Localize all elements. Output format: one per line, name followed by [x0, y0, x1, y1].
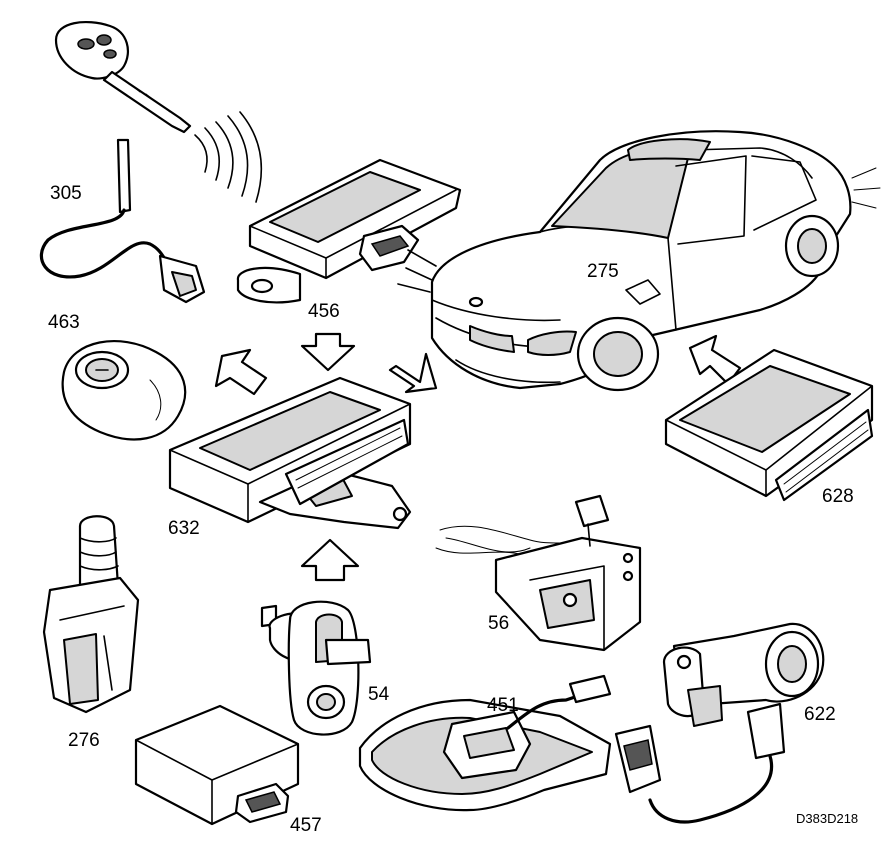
part-457-module	[134, 704, 300, 826]
label-305: 305	[50, 183, 82, 204]
part-456-receiver-module	[236, 158, 462, 304]
label-56: 56	[488, 613, 510, 634]
signal-lines-to-car	[397, 249, 437, 293]
part-632-control-module	[168, 376, 412, 530]
arrow-up-left	[214, 348, 268, 396]
part-54-door-switch	[260, 600, 372, 736]
part-463-ignition-lock	[61, 340, 187, 441]
label-632: 632	[168, 518, 200, 539]
arrow-down	[300, 332, 356, 372]
radio-signal-waves	[194, 111, 263, 203]
part-622-lock-motor	[614, 622, 825, 824]
label-276: 276	[68, 730, 100, 751]
part-56-lock-actuator	[435, 494, 642, 652]
label-622: 622	[804, 704, 836, 725]
car-outline	[430, 130, 881, 392]
label-457: 457	[290, 815, 322, 836]
part-628-ecu	[664, 348, 874, 502]
label-463: 463	[48, 312, 80, 333]
label-456: 456	[308, 301, 340, 322]
part-451-interior-lamp	[358, 674, 612, 812]
label-451: 451	[487, 695, 519, 716]
arrow-up-from-bottom	[300, 538, 360, 582]
label-275: 275	[587, 261, 619, 282]
key-fob-remote	[54, 20, 192, 134]
label-628: 628	[822, 486, 854, 507]
arrow-to-car	[688, 334, 742, 386]
arrow-up-right	[388, 352, 438, 394]
part-305-antenna-cable	[39, 138, 206, 304]
label-54: 54	[368, 684, 390, 705]
part-276-selector-boot	[42, 515, 140, 714]
drawing-reference-code: D383D218	[796, 811, 859, 826]
